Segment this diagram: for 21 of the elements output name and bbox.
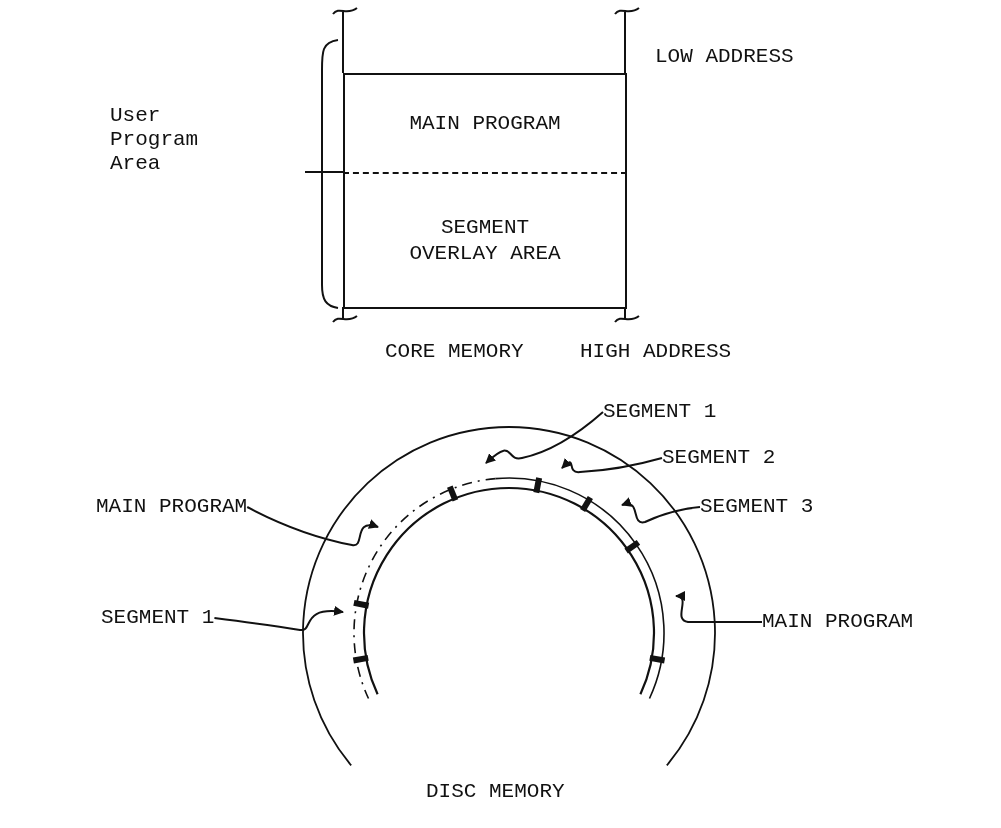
region-label: MAIN PROGRAM <box>409 110 561 137</box>
memory-label: CORE MEMORY <box>385 340 524 364</box>
segment-label: MAIN PROGRAM <box>96 495 248 519</box>
memory-region <box>343 172 627 309</box>
region-label: SEGMENT OVERLAY AREA <box>408 214 562 267</box>
area-label: User Program Area <box>110 104 200 176</box>
leader-arrow <box>246 506 379 547</box>
leader-arrow <box>621 498 701 524</box>
memory-region <box>343 73 627 172</box>
segment-label: MAIN PROGRAM <box>762 610 914 634</box>
address-label: HIGH ADDRESS <box>580 340 732 364</box>
segment-label: SEGMENT 2 <box>662 446 776 470</box>
segment-label: SEGMENT 3 <box>700 495 814 519</box>
leader-arrow <box>213 606 344 631</box>
segment-label: SEGMENT 1 <box>101 606 215 630</box>
segment-label: SEGMENT 1 <box>603 400 717 424</box>
address-label: LOW ADDRESS <box>655 45 794 69</box>
leader-arrow <box>561 457 663 474</box>
memory-label: DISC MEMORY <box>426 780 565 804</box>
leader-arrow <box>485 411 604 464</box>
leader-arrow <box>675 592 763 623</box>
